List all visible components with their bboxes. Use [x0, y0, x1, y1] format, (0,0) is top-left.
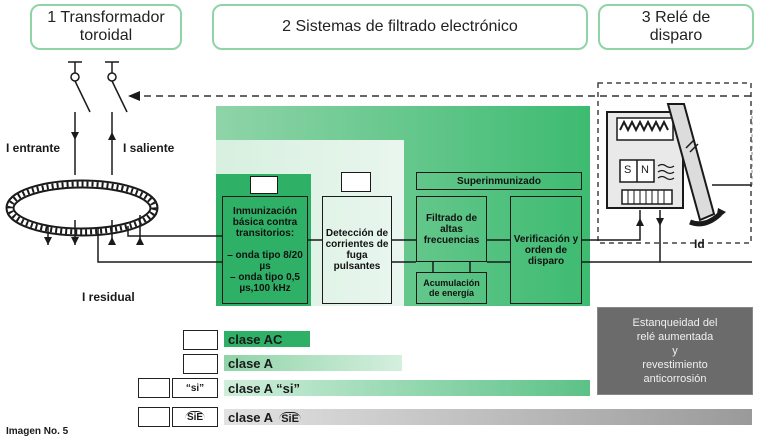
- energy-text: Acumulación de energía: [423, 278, 480, 298]
- label-id: Id: [694, 237, 705, 251]
- relay-info-box: Estanqueidad del relé aumentada y revest…: [597, 307, 753, 395]
- hf-filter-block: Filtrado de altas frecuencias: [416, 196, 487, 262]
- class-ac-label: clase AC: [228, 332, 283, 347]
- detection-text: Detección de corrientes de fuga pulsante…: [325, 228, 389, 272]
- label-s: S: [624, 164, 632, 176]
- class-si-icon-box: [138, 378, 170, 398]
- relay-info-line4: revestimiento: [642, 359, 708, 371]
- header-transformer: 1 Transformador toroidal: [30, 4, 182, 50]
- hf-filter-text: Filtrado de altas frecuencias: [423, 212, 480, 246]
- image-caption: Imagen No. 5: [6, 426, 69, 437]
- superimmunized-block: Superinmunizado: [416, 172, 582, 190]
- header-relay-text: 3 Relé de disparo: [641, 9, 711, 44]
- relay-dashed-frame: [597, 82, 752, 244]
- header-relay: 3 Relé de disparo: [598, 4, 754, 50]
- class-sie-badge: SiE: [184, 411, 206, 423]
- bar-class-a: [224, 355, 402, 371]
- bar-class-a-sie: [224, 409, 752, 425]
- label-i-saliente: I saliente: [123, 141, 175, 155]
- label-i-residual: I residual: [82, 290, 135, 304]
- class-a-icon-box: [183, 354, 218, 374]
- class-sie-badge-box: SiE: [172, 407, 218, 427]
- header-filters-text: 2 Sistemas de filtrado electrónico: [282, 18, 518, 35]
- header-transformer-text: 1 Transformador toroidal: [47, 9, 165, 44]
- immunization-block: Inmunización básica contra transitorios:…: [222, 196, 308, 304]
- pulse-icon-box: [250, 176, 278, 194]
- class-a-sie-suffix: SiE: [279, 412, 301, 425]
- relay-info-line3: y: [672, 345, 678, 357]
- detection-wave-box: [341, 172, 371, 192]
- class-a-si-label: clase A “si”: [228, 381, 301, 396]
- class-si-badge-box: “si”: [172, 378, 218, 398]
- verification-text: Verificación y orden de disparo: [513, 233, 579, 267]
- energy-block: Acumulación de energía: [416, 272, 487, 304]
- class-a-sie-text: clase A: [228, 410, 273, 425]
- label-n: N: [641, 164, 649, 176]
- superimmunized-text: Superinmunizado: [457, 175, 541, 187]
- relay-info-line2: relé aumentada: [636, 331, 714, 343]
- bar-class-a-si: [224, 380, 590, 396]
- relay-mechanism: [606, 103, 726, 227]
- class-sie-icon-box: [138, 407, 170, 427]
- class-a-label: clase A: [228, 356, 274, 371]
- verification-block: Verificación y orden de disparo: [510, 196, 582, 304]
- header-filters: 2 Sistemas de filtrado electrónico: [212, 4, 588, 50]
- label-i-entrante: I entrante: [6, 141, 61, 155]
- relay-info-line5: anticorrosión: [643, 373, 707, 385]
- immunization-text: Inmunización básica contra transitorios:…: [227, 206, 303, 294]
- class-ac-icon-box: [183, 330, 218, 350]
- relay-info-line1: Estanqueidad del: [632, 317, 718, 329]
- bar-class-ac: [224, 331, 310, 347]
- class-si-badge: “si”: [185, 382, 205, 394]
- class-a-sie-label: clase A SiE: [228, 410, 301, 425]
- detection-block: Detección de corrientes de fuga pulsante…: [322, 196, 392, 304]
